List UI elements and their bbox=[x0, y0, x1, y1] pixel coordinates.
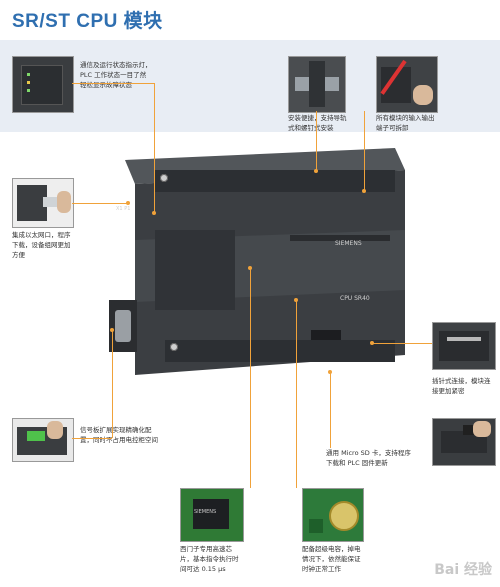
leader-plug bbox=[372, 343, 432, 344]
ethernet-thumbnail bbox=[12, 178, 74, 228]
chip-caption: 西门子专用高速芯 片，基本指令执行时 间可达 0.15 μs bbox=[180, 545, 239, 573]
leader-status-led-v bbox=[154, 83, 155, 213]
leader-signal-board bbox=[72, 438, 112, 439]
plc-device-illustration bbox=[109, 148, 405, 375]
leader-signal-board-v bbox=[112, 330, 113, 438]
leader-dot-signal-board bbox=[110, 328, 114, 332]
din-rail-caption: 安装便捷，支持导轨 式和螺钉式安装 bbox=[288, 114, 347, 132]
ethernet-caption: 集成以太网口，程序 下载，设备组网更加 方便 bbox=[12, 231, 71, 259]
page-title: SR/ST CPU 模块 bbox=[12, 11, 163, 32]
plug-connect-caption: 插针式连接，模块连 接更加紧密 bbox=[432, 377, 491, 395]
leader-chip bbox=[250, 268, 251, 488]
chip-brand-label: SIEMENS bbox=[194, 509, 217, 515]
device-brand-label: SIEMENS bbox=[335, 240, 362, 247]
leader-dot-terminals bbox=[362, 189, 366, 193]
terminal-thumbnail bbox=[376, 56, 438, 113]
sd-card-thumbnail bbox=[432, 418, 496, 466]
leader-dot-sd-card bbox=[328, 370, 332, 374]
leader-dot-status-led bbox=[152, 211, 156, 215]
capacitor-caption: 配备超级电容，掉电 情况下，依然能保证 时钟正常工作 bbox=[302, 545, 361, 573]
device-model-label: CPU SR40 bbox=[340, 295, 370, 302]
leader-dot-capacitor bbox=[294, 298, 298, 302]
leader-ethernet bbox=[72, 203, 128, 204]
leader-dot-ethernet bbox=[126, 201, 130, 205]
leader-dot-plug bbox=[370, 341, 374, 345]
leader-dot-chip bbox=[248, 266, 252, 270]
leader-din-rail bbox=[316, 111, 317, 171]
capacitor-thumbnail bbox=[302, 488, 364, 542]
status-led-caption: 通信及运行状态指示灯， PLC 工作状态一目了然 轻松显示故障状态 bbox=[80, 61, 152, 89]
terminal-caption: 所有模块的输入输出 端子可拆卸 bbox=[376, 114, 435, 132]
leader-capacitor bbox=[296, 300, 297, 488]
bottom-terminal-row bbox=[170, 343, 390, 353]
status-led-thumbnail bbox=[12, 56, 74, 113]
signal-board-caption: 信号板扩展实现精确化配 置，同时不占用电控柜空间 bbox=[80, 426, 158, 444]
leader-terminals bbox=[364, 111, 365, 191]
device-port-label: X1 P1 bbox=[116, 206, 131, 212]
signal-board-thumbnail bbox=[12, 418, 74, 462]
sd-card-caption: 通用 Micro SD 卡，支持程序 下载和 PLC 固件更新 bbox=[326, 449, 411, 467]
plug-connect-thumbnail bbox=[432, 322, 496, 370]
leader-dot-din-rail bbox=[314, 169, 318, 173]
watermark: Bai 经验 bbox=[434, 562, 492, 578]
leader-sd-card bbox=[330, 372, 331, 448]
chip-thumbnail: SIEMENS bbox=[180, 488, 244, 542]
top-terminal-row bbox=[160, 174, 390, 184]
din-rail-thumbnail bbox=[288, 56, 346, 113]
leader-status-led bbox=[72, 83, 154, 84]
